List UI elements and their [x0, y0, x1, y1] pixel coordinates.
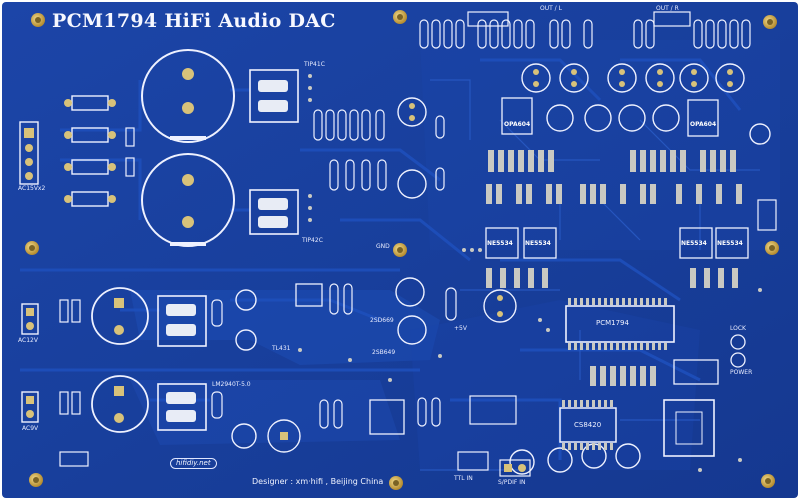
label-gnd: GND	[376, 243, 390, 250]
cs8420-footprint	[559, 400, 617, 450]
leds-connectors	[59, 11, 777, 477]
copper-pour	[130, 380, 400, 445]
ic-footprints	[295, 97, 749, 457]
label-tip42c: TIP42C	[302, 237, 323, 244]
label-ac15v2: AC15Vx2	[18, 185, 46, 192]
resistor-row-top	[419, 19, 751, 49]
board-title: PCM1794 HiFi Audio DAC	[52, 10, 336, 32]
label-tl431: TL431	[272, 345, 291, 352]
traces	[20, 58, 742, 460]
label-ttl-in: TTL IN	[454, 475, 473, 482]
designer-credit: Designer : xm·hifi , Beijing China	[252, 477, 384, 486]
label-out-r: OUT / R	[656, 5, 679, 12]
label-cs8420: CS8420	[574, 421, 602, 429]
pcm1794-footprint	[565, 298, 675, 350]
label-lm2940: LM2940T-5.0	[212, 381, 251, 388]
pad-rows	[469, 150, 742, 425]
label-ne5534-b: NE5534	[525, 240, 551, 247]
label-power: POWER	[730, 369, 753, 376]
copper-pour	[130, 290, 440, 365]
filter-cap-pads	[182, 68, 194, 228]
label-tip41c: TIP41C	[304, 61, 325, 68]
label-lock: LOCK	[730, 325, 746, 332]
cap-pads	[280, 69, 733, 440]
label-ne5534-d: NE5534	[717, 240, 743, 247]
label-pcm1794: PCM1794	[596, 319, 629, 327]
label-2sb649: 2SB649	[372, 349, 396, 356]
label-spdif-in: S/PDIF IN	[498, 479, 526, 486]
ac-connectors	[19, 121, 39, 423]
resistors	[59, 109, 457, 429]
mounting-holes	[25, 10, 779, 490]
label-plus-5v: +5V	[454, 325, 467, 332]
to220-outlines	[157, 69, 299, 431]
label-opa604-left: OPA604	[504, 121, 531, 128]
label-ne5534-a: NE5534	[487, 240, 513, 247]
diodes	[64, 95, 116, 207]
label-ac9v: AC9V	[22, 425, 39, 432]
small-capacitors	[231, 63, 771, 475]
thin-traces	[420, 79, 760, 471]
label-opa604-right: OPA604	[690, 121, 717, 128]
label-out-l: OUT / L	[540, 5, 562, 12]
label-ne5534-c: NE5534	[681, 240, 707, 247]
psu-capacitors	[91, 287, 149, 433]
label-2sd669: 2SD669	[370, 317, 394, 324]
copper-pour	[420, 40, 780, 250]
website-label: hifidiy.net	[170, 458, 217, 469]
vias	[298, 74, 762, 472]
label-ac12v: AC12V	[18, 337, 38, 344]
